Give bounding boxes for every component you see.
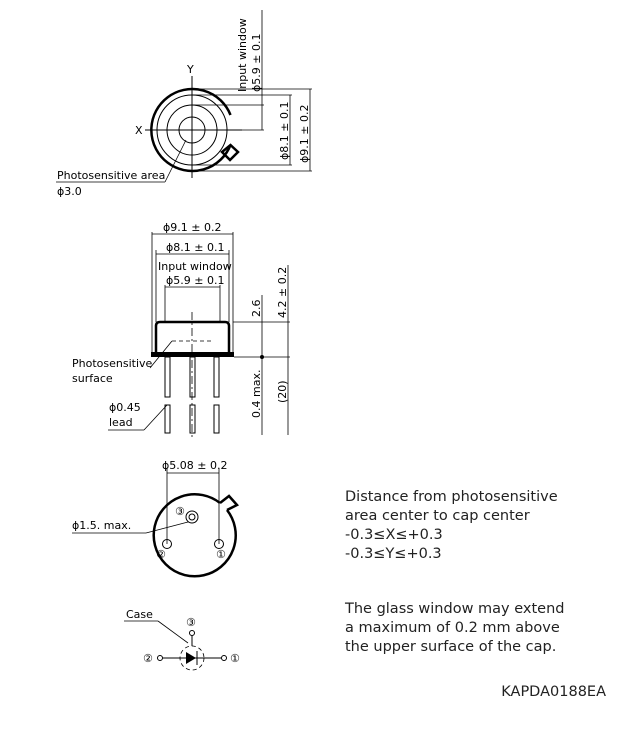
flange	[151, 352, 234, 357]
note-glass-line: the upper surface of the cap.	[345, 639, 557, 655]
pin-3-label: ③	[175, 505, 185, 518]
pitch-dimension: ϕ5.08 ± 0.2	[162, 459, 227, 472]
flange-dimension: 0.4 max.	[250, 370, 263, 418]
pin-1-label: ①	[216, 548, 226, 561]
input-window-dimension: ϕ5.9 ± 0.1	[250, 34, 263, 92]
x-axis-label: X	[135, 124, 143, 137]
photosensitive-area-dimension: ϕ3.0	[57, 185, 82, 198]
index-tab	[220, 143, 240, 162]
dim-point	[260, 355, 264, 359]
y-axis-label: Y	[186, 63, 194, 76]
tab-dimension: ϕ1.5. max.	[72, 519, 131, 532]
lead-length-dimension: (20)	[276, 380, 289, 403]
cap-dimension: 2.6	[250, 300, 263, 318]
pin-3-circle	[185, 510, 199, 524]
schematic-pin-3-node	[189, 630, 195, 636]
note-distance-line: -0.3≤X≤+0.3	[345, 527, 443, 543]
bottom-flange-circle	[152, 493, 237, 578]
lead-2-upper	[189, 356, 196, 398]
lead-leader	[143, 404, 168, 431]
photosensitive-surface-label-1: Photosensitive	[72, 357, 153, 370]
schematic: Case ③ ② ①	[124, 608, 240, 671]
lead-1-upper	[164, 356, 171, 398]
lead-label: lead	[109, 416, 133, 429]
note-distance: Distance from photosensitive area center…	[345, 488, 615, 564]
outer-flange-circle	[150, 87, 232, 173]
photosensitive-area-circle	[178, 116, 206, 144]
pin-3-inner	[188, 513, 196, 521]
photosensitive-area-label: Photosensitive area	[57, 169, 165, 182]
schematic-pin-2-label: ②	[143, 652, 153, 665]
inner-diameter-dimension: ϕ8.1 ± 0.1	[278, 102, 291, 160]
schematic-pin-1-node	[221, 655, 227, 661]
case-label: Case	[126, 608, 153, 621]
inner-diameter-dimension: ϕ8.1 ± 0.1	[166, 241, 224, 254]
document-code: KAPDA0188EA	[501, 684, 606, 700]
note-glass-line: a maximum of 0.2 mm above	[345, 620, 560, 636]
input-window-label: Input window	[236, 18, 249, 92]
schematic-pin-3-label: ③	[186, 616, 196, 629]
outer-diameter-dimension: ϕ9.1 ± 0.2	[163, 221, 221, 234]
input-window-label: Input window	[158, 260, 232, 273]
case-leader	[157, 620, 189, 644]
pin-2-circle	[162, 539, 172, 549]
note-glass-line: The glass window may extend	[345, 601, 565, 617]
schematic-pin-2-node	[157, 655, 163, 661]
lead-3-upper	[213, 356, 220, 398]
photosensitive-area-leader	[164, 139, 187, 183]
bottom-view: ϕ5.08 ± 0.2 ③ ② ① ϕ1.5. max.	[72, 459, 240, 578]
top-view: Y X Input window ϕ5.9 ± 0.1 ϕ8.1 ± 0.1 ϕ…	[56, 10, 312, 198]
tab-leader	[145, 521, 189, 534]
input-window-dimension: ϕ5.9 ± 0.1	[166, 274, 224, 287]
photodiode-symbol	[186, 652, 196, 664]
total-height-dimension: 4.2 ± 0.2	[276, 267, 289, 318]
note-distance-line: area center to cap center	[345, 508, 530, 524]
side-view: ϕ9.1 ± 0.2 ϕ8.1 ± 0.1 Input window ϕ5.9 …	[72, 221, 290, 440]
lead-1-lower	[164, 404, 171, 434]
note-distance-line: Distance from photosensitive	[345, 489, 558, 505]
lead-2-lower	[189, 404, 196, 434]
bottom-index-tab	[219, 494, 240, 512]
note-glass-window: The glass window may extend a maximum of…	[345, 600, 615, 657]
photosensitive-surface-leader	[149, 340, 173, 369]
pin-2-label: ②	[156, 548, 166, 561]
cap-body	[154, 320, 231, 352]
lead-3-lower	[213, 404, 220, 434]
outer-diameter-dimension: ϕ9.1 ± 0.2	[298, 105, 311, 163]
lead-diameter-dimension: ϕ0.45	[109, 401, 141, 414]
note-distance-line: -0.3≤Y≤+0.3	[345, 546, 442, 562]
pin-1-circle	[214, 539, 224, 549]
photosensitive-surface-label-2: surface	[72, 372, 113, 385]
schematic-pin-1-label: ①	[230, 652, 240, 665]
